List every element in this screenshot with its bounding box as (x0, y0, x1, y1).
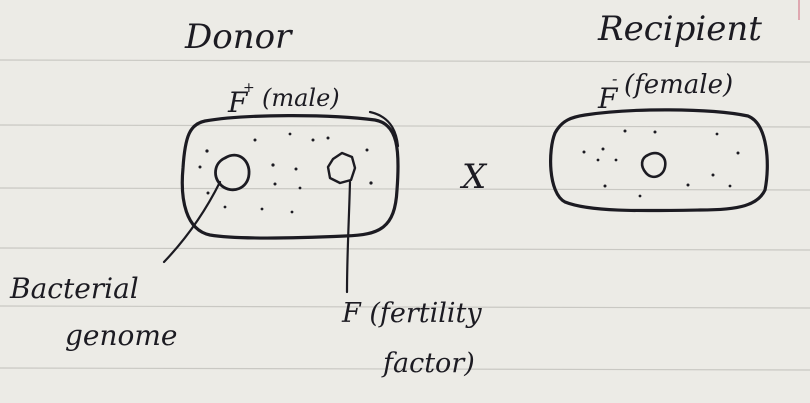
fertility-factor-label-line2: factor) (381, 348, 475, 379)
bacterial-genome (216, 155, 250, 190)
donor-title: Donor (184, 17, 293, 57)
recipient-cell (551, 110, 768, 211)
donor-cell (182, 112, 398, 238)
recipient-cytoplasm-dots (583, 130, 740, 198)
recipient-genome (642, 153, 665, 177)
donor-type-label: F + (male) (227, 80, 340, 119)
recipient-sex: (female) (624, 70, 733, 100)
recipient-title: Recipient (597, 9, 762, 49)
recipient-type-sign: - (612, 69, 617, 88)
recipient-type-label: F - (female) (597, 69, 733, 115)
bacterial-genome-label-line1: Bacterial (9, 272, 139, 305)
fertility-plasmid (328, 153, 355, 183)
donor-sex: (male) (262, 84, 340, 112)
donor-cytoplasm-dots (199, 133, 373, 214)
fertility-factor-label-line1: F (fertility (341, 298, 482, 329)
donor-type-sign: + (243, 80, 255, 96)
bacterial-genome-label-line2: genome (65, 319, 178, 352)
cross-symbol: X (459, 157, 488, 197)
